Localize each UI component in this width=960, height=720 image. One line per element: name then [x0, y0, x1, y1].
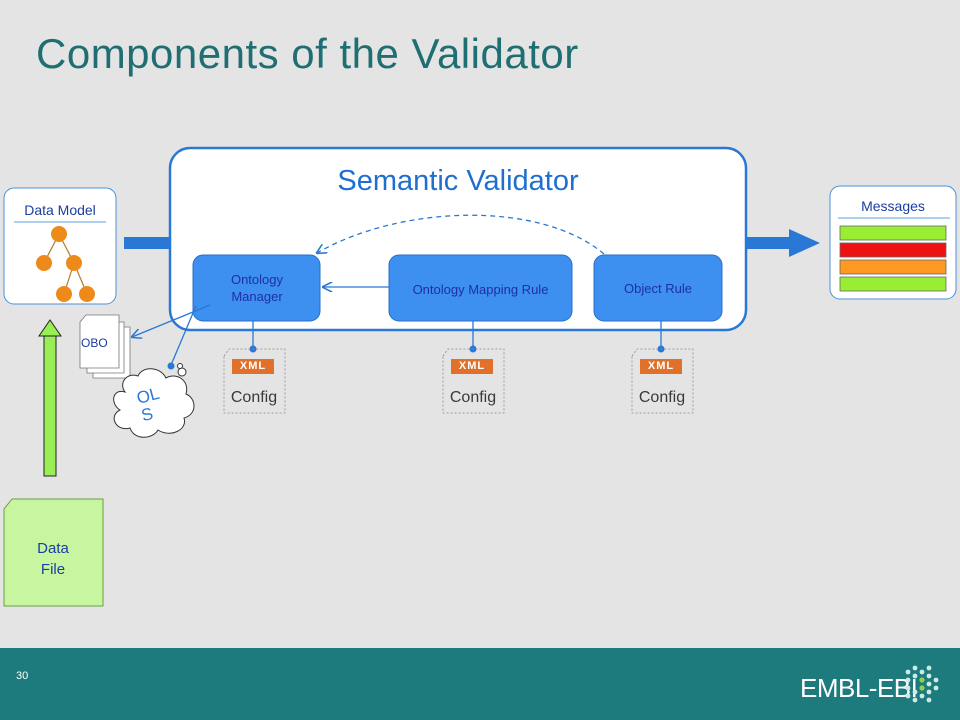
messages-label: Messages: [861, 198, 925, 214]
config-label: Config: [230, 389, 278, 406]
message-bar: [839, 242, 947, 258]
xml-tag: XML: [232, 359, 274, 374]
semantic-validator-title: Semantic Validator: [337, 165, 579, 197]
tree-node: [66, 255, 82, 271]
tree-node: [79, 286, 95, 302]
slide-number: 30: [16, 670, 29, 682]
config-doc-3: [631, 321, 694, 414]
object-to-manager-dashed-arrow: [317, 214, 605, 255]
manager-to-ols-arrow: [170, 305, 197, 366]
manager-to-obo-arrow: [132, 304, 211, 337]
ols-cloud: [113, 368, 195, 438]
xml-tag: XML: [640, 359, 682, 374]
data-model-box: [3, 187, 117, 305]
flow-arrow-out-head: [789, 229, 820, 257]
tree-node: [51, 226, 67, 242]
ontology-manager-box: [192, 254, 321, 322]
ontology-mapping-rule-label: Ontology Mapping Rule: [412, 282, 549, 297]
message-bar: [839, 259, 947, 275]
ontology-manager-label: Ontology Manager: [230, 272, 284, 304]
footer-bar: [0, 648, 960, 720]
data-file-arrow-shaft: [43, 333, 57, 477]
config-doc-2: [442, 321, 505, 414]
data-file-box: [3, 498, 104, 607]
object-rule-box: [593, 254, 723, 322]
xml-tag: XML: [451, 359, 493, 374]
ontology-mapping-rule-box: [388, 254, 573, 322]
embl-ebi-logo-icon: [905, 665, 939, 703]
message-bar: [839, 225, 947, 241]
obo-label: OBO: [81, 336, 108, 350]
tree-node: [56, 286, 72, 302]
data-file-arrow-head: [38, 319, 62, 337]
embl-ebi-logo-text: EMBL-EBI: [800, 673, 918, 703]
data-model-label: Data Model: [24, 202, 96, 218]
object-rule-label: Object Rule: [624, 281, 692, 296]
tree-node: [36, 255, 52, 271]
validator-diagram: [3, 146, 957, 607]
flow-arrow-out: [745, 237, 791, 249]
message-bar: [839, 276, 947, 292]
obo-document-stack: [79, 314, 131, 379]
slide-title: Components of the Validator: [36, 30, 579, 77]
data-file-label: Data File: [37, 540, 69, 578]
config-doc-1: [223, 321, 286, 414]
flow-arrow-in: [124, 237, 174, 249]
config-label: Config: [638, 389, 686, 406]
config-label: Config: [449, 389, 497, 406]
